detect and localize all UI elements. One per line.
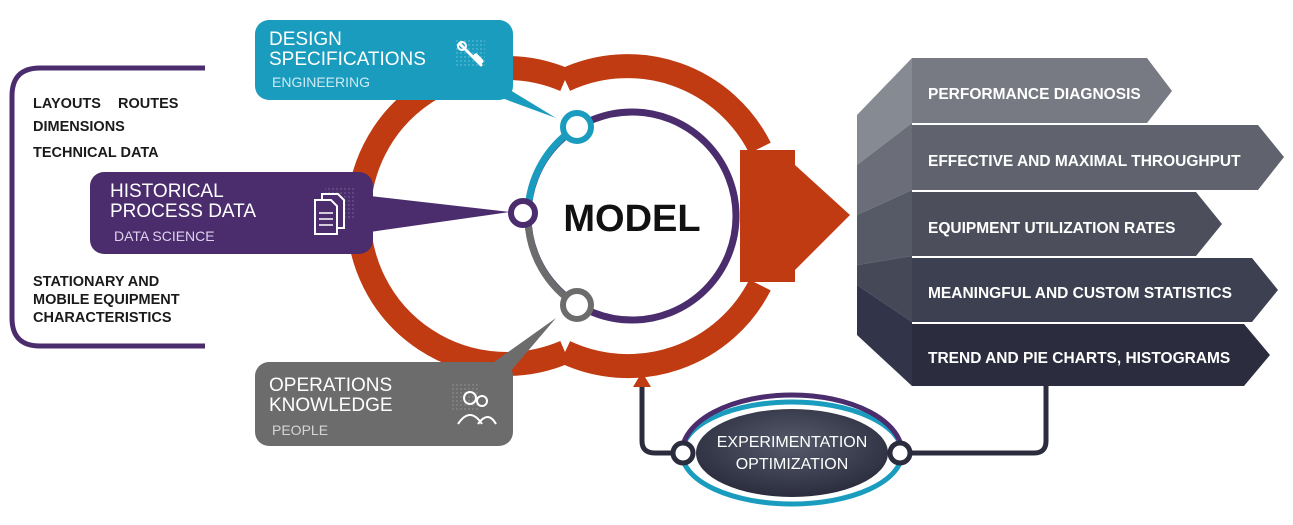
design-connector-node <box>560 110 594 144</box>
data-item-dimensions: DIMENSIONS <box>33 119 125 135</box>
experimentation-label: EXPERIMENTATION <box>717 434 868 451</box>
historical-process-data-callout: HISTORICAL PROCESS DATA DATA SCIENCE <box>90 172 510 254</box>
output-label-4: MEANINGFUL AND CUSTOM STATISTICS <box>928 285 1232 302</box>
pill-left-node <box>670 440 696 466</box>
model-output-arrow <box>740 150 850 282</box>
optimization-label: OPTIMIZATION <box>736 456 849 473</box>
output-row-3: EQUIPMENT UTILIZATION RATES <box>912 192 1222 256</box>
output-row-5: TREND AND PIE CHARTS, HISTOGRAMS <box>912 324 1270 386</box>
data-item-routes: ROUTES <box>118 96 179 112</box>
documents-icon <box>314 188 355 235</box>
output-label-5: TREND AND PIE CHARTS, HISTOGRAMS <box>928 350 1230 367</box>
tools-icon <box>455 38 485 68</box>
people-icon <box>450 382 497 425</box>
output-row-1: PERFORMANCE DIAGNOSIS <box>912 58 1172 123</box>
output-row-4: MEANINGFUL AND CUSTOM STATISTICS <box>912 258 1278 322</box>
output-row-2: EFFECTIVE AND MAXIMAL THROUGHPUT <box>912 125 1284 190</box>
design-title-1: DESIGN <box>269 29 342 50</box>
output-label-2: EFFECTIVE AND MAXIMAL THROUGHPUT <box>928 153 1241 170</box>
data-item-equipment-1: STATIONARY AND <box>33 274 159 290</box>
historical-connector-node <box>508 198 538 228</box>
design-subtitle: ENGINEERING <box>272 74 370 90</box>
data-item-technical-data: TECHNICAL DATA <box>33 145 159 161</box>
output-label-1: PERFORMANCE DIAGNOSIS <box>928 86 1141 103</box>
data-item-equipment-3: CHARACTERISTICS <box>33 310 172 326</box>
feedback-loop-line <box>639 385 1049 456</box>
design-specifications-callout: DESIGN SPECIFICATIONS ENGINEERING <box>255 20 556 118</box>
historical-subtitle: DATA SCIENCE <box>114 228 215 244</box>
operations-connector-node <box>560 288 594 322</box>
experimentation-optimization-pill: EXPERIMENTATION OPTIMIZATION <box>679 395 905 511</box>
pill-right-node <box>887 440 913 466</box>
data-list-bracket <box>9 65 205 349</box>
feedback-arrow-head <box>633 372 651 387</box>
output-label-3: EQUIPMENT UTILIZATION RATES <box>928 220 1175 237</box>
operations-subtitle: PEOPLE <box>272 422 328 438</box>
operations-knowledge-callout: OPERATIONS KNOWLEDGE PEOPLE <box>255 318 556 446</box>
operations-title-2: KNOWLEDGE <box>269 395 393 416</box>
operations-title-1: OPERATIONS <box>269 375 392 396</box>
historical-title-2: PROCESS DATA <box>110 201 256 222</box>
data-item-layouts: LAYOUTS <box>33 96 101 112</box>
output-stack-side <box>857 58 912 386</box>
design-title-2: SPECIFICATIONS <box>269 49 426 70</box>
model-label: MODEL <box>563 198 700 240</box>
historical-title-1: HISTORICAL <box>110 181 224 202</box>
data-item-equipment-2: MOBILE EQUIPMENT <box>33 292 180 308</box>
